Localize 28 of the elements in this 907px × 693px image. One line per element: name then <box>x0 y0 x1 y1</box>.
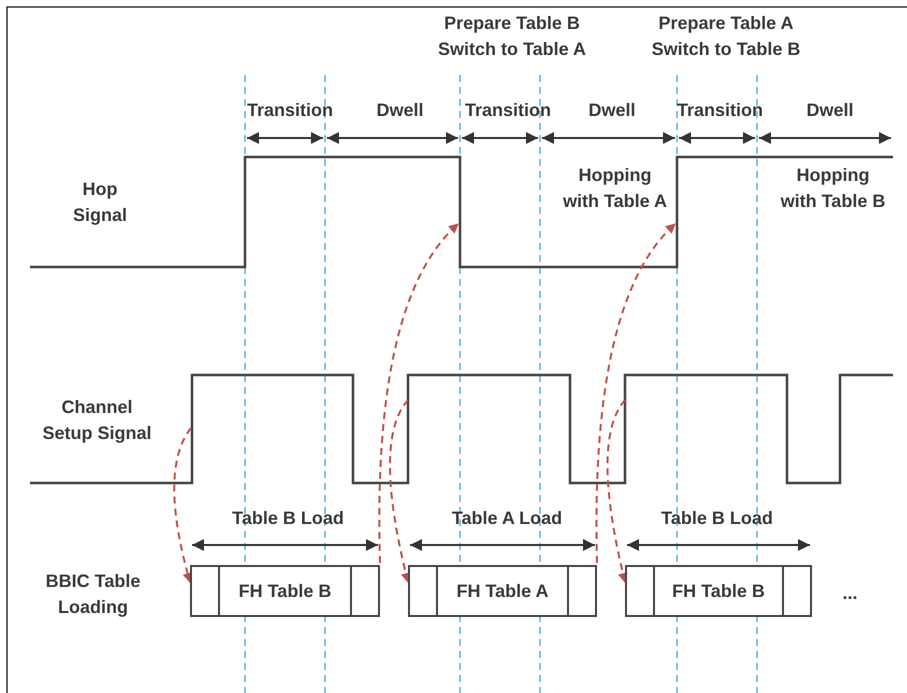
dashed-curved-arrow <box>173 427 192 583</box>
signal-label: ... <box>841 582 858 605</box>
signal-label: Channel Setup Signal <box>41 396 152 445</box>
signal-label: Dwell <box>805 99 854 122</box>
signal-label: Table A Load <box>450 507 564 530</box>
table-block <box>190 565 380 617</box>
signal-label: Transition <box>464 99 552 122</box>
table-block <box>408 565 597 617</box>
signal-label: Dwell <box>587 99 636 122</box>
signal-label: Hopping with Table A <box>562 164 668 213</box>
dashed-curved-arrow <box>378 223 459 564</box>
table-name: FH Table A <box>456 580 548 602</box>
table-name: FH Table B <box>238 580 332 602</box>
dashed-curved-arrow <box>606 399 628 583</box>
signal-label: Hopping with Table B <box>780 164 886 213</box>
table-block <box>625 565 812 617</box>
dashed-curved-arrow <box>595 223 676 564</box>
signal-label: BBIC Table Loading <box>44 570 142 619</box>
signal-label: Dwell <box>375 99 424 122</box>
signal-label: Prepare Table A Switch to Table B <box>650 12 802 61</box>
signal-label: Prepare Table B Switch to Table A <box>436 12 587 61</box>
signal-label: Transition <box>676 99 764 122</box>
signal-label: Hop Signal <box>72 178 128 227</box>
signal-label: Table B Load <box>231 507 345 530</box>
signal-label: Transition <box>246 99 334 122</box>
dashed-curved-arrow <box>389 399 411 583</box>
table-name: FH Table B <box>672 580 765 602</box>
signal-label: Table B Load <box>660 507 774 530</box>
